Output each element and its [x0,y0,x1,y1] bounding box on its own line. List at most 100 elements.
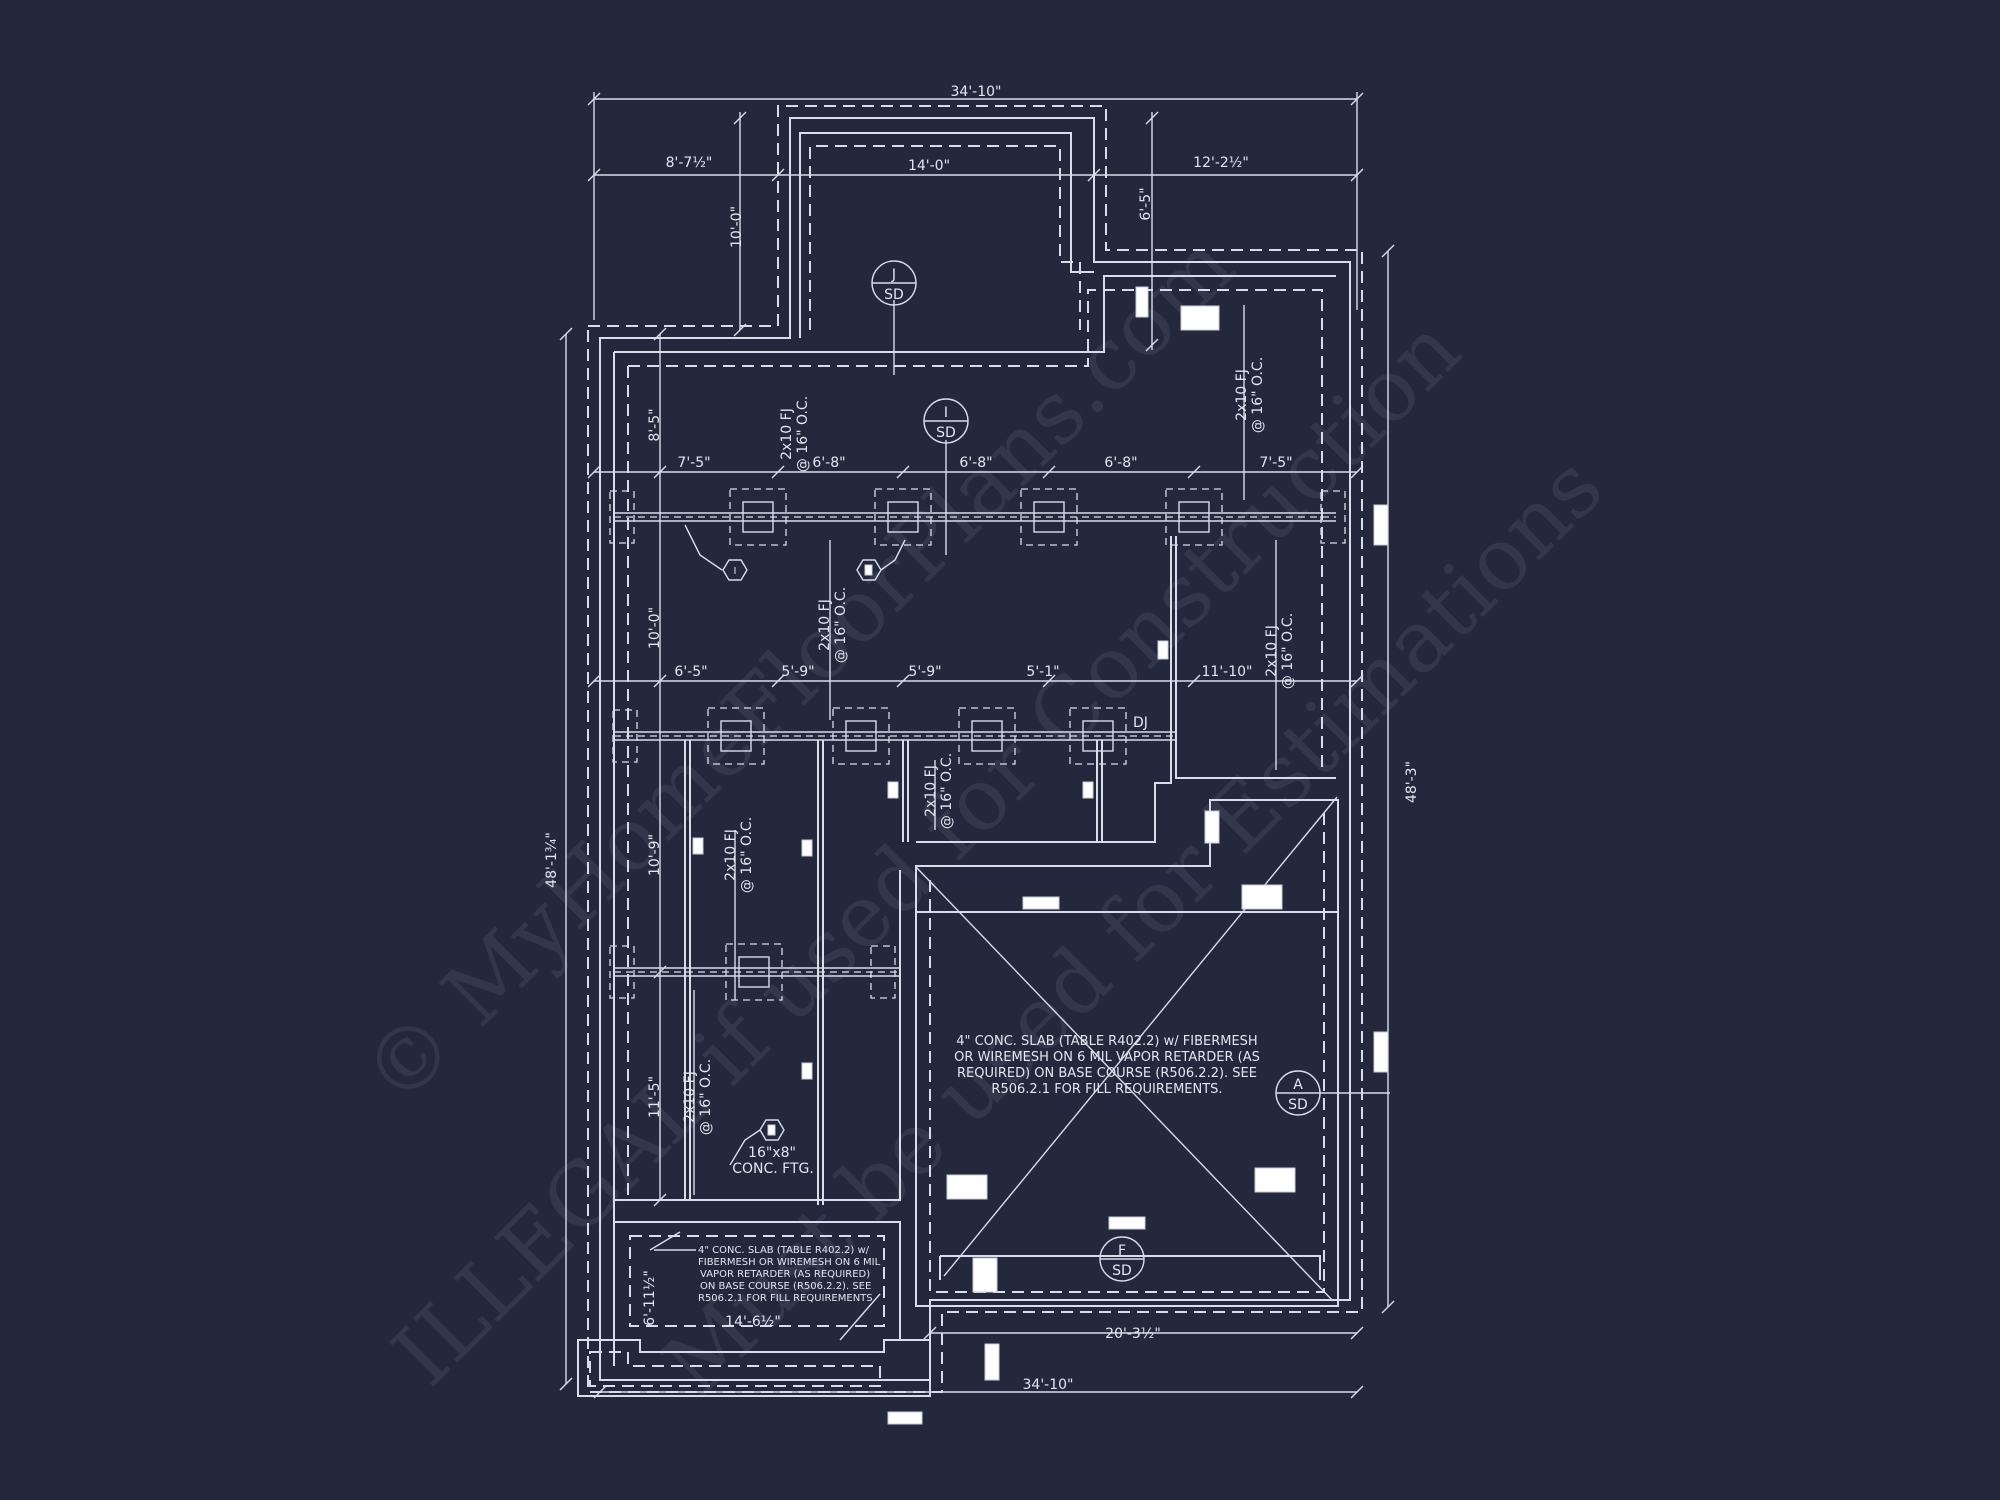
beams [609,488,1346,1001]
porch-note-line: R506.2.1 FOR FILL REQUIREMENTS. [698,1293,876,1304]
dim-11-5: 11'-5" [647,1076,663,1118]
pier [1082,720,1114,752]
dim-row2-3: 5'-9" [908,664,941,680]
dimension-labels: 34'-10" 8'-7½" 14'-0" 12'-2½" 10'-0" 6'-… [544,84,1420,1393]
garage-note-line: R506.2.1 FOR FILL REQUIREMENTS. [991,1082,1222,1097]
dim-left-overall: 48'-1¾" [544,832,560,888]
dim-top-left: 8'-7½" [666,155,713,171]
dim-row2-5: 11'-10" [1202,664,1253,680]
dim-6-11: 6'-11½" [642,1270,658,1326]
porch-slab-note: 4" CONC. SLAB (TABLE R402.2) w/ FIBERMES… [649,1231,881,1341]
window-door-tags [692,286,1389,1425]
beam-pocket [609,945,635,999]
section-marker-f[interactable]: F SD [1099,1236,1145,1282]
dim-row1-2: 6'-8" [812,455,845,471]
joist-label-spacing: @ 16" O.C. [795,396,811,472]
dj-label: DJ [1133,715,1148,731]
dim-row2-2: 5'-9" [781,664,814,680]
dimension-tick [1350,92,1364,106]
beam [614,967,900,977]
dimension-tick [1187,465,1201,479]
dimension-tick [1042,674,1056,688]
dim-overall-top: 34'-10" [951,84,1002,100]
dim-row1-4: 6'-8" [1104,455,1137,471]
pier-footing [832,707,890,765]
opening-tag [1254,1167,1296,1193]
joist-label-size: 2x10 FJ [923,765,939,817]
pier-footing [874,488,932,546]
dim-10-0-mid: 10'-0" [647,607,663,649]
opening-tag [801,1062,813,1080]
dim-row2-1: 6'-5" [674,664,707,680]
dimension-tick [587,465,601,479]
hex-marker-i [684,524,748,581]
section-j-sheet: SD [884,287,904,303]
dimension-tick [733,111,747,125]
dim-overall-bottom: 34'-10" [1023,1377,1074,1393]
dim-row1-1: 7'-5" [677,455,710,471]
section-j-id: J [891,267,896,283]
footing-size: 16"x8" [748,1145,796,1161]
dimension-tick [896,674,910,688]
dim-right-overall: 48'-3" [1404,761,1420,803]
dimension-tick [771,465,785,479]
dim-garage-width: 20'-3½" [1105,1326,1161,1342]
joist-label-size: 2x10 FJ [817,599,833,651]
dimension-tick [587,92,601,106]
opening-tag [1241,884,1283,910]
beam-pocket [870,945,896,999]
dimension-tick [923,1326,937,1340]
dimension-ticks [559,92,1395,1399]
opening-tag [887,781,899,799]
dimension-tick [1350,1385,1364,1399]
footing-type: CONC. FTG. [732,1161,814,1177]
pier [971,720,1003,752]
joist-label-spacing: @ 16" O.C. [1280,613,1296,689]
joist-label-size: 2x10 FJ [1264,625,1280,677]
dimension-tick [1350,1326,1364,1340]
joist-label-spacing: @ 16" O.C. [1250,357,1266,433]
dimension-tick [1145,338,1159,352]
hex-marker-i-label: I [734,566,737,577]
joist-label-size: 2x10 FJ [779,408,795,460]
section-marker-a[interactable]: A SD [1275,1070,1390,1116]
section-a-sheet: SD [1288,1097,1308,1113]
watermark: © MyHomeFloorPlans.com ILLEGAL if used f… [344,215,1622,1414]
dimension-tick [1145,111,1159,125]
dimension-tick [587,674,601,688]
dimension-tick [653,965,667,979]
joist-label-spacing: @ 16" O.C. [739,817,755,893]
dim-8-5: 8'-5" [647,408,663,441]
opening-tag [1157,640,1169,660]
dimension-tick [593,1385,607,1399]
pier [1033,501,1065,533]
pier [887,501,919,533]
opening-tag [984,1343,1000,1381]
dim-porch-width: 14'-6½" [725,1314,781,1330]
beam-pocket [609,490,635,544]
opening-tag [887,1411,923,1425]
porch-note-line: ON BASE COURSE (R506.2.2). SEE [700,1281,871,1292]
section-marker-i[interactable]: I SD [923,398,969,444]
garage-note-line: REQUIRED) ON BASE COURSE (R506.2.2). SEE [957,1066,1257,1081]
pier-footing [707,707,765,765]
opening-tag [972,1257,998,1293]
watermark-line-2: ILLEGAL if used for Construction [374,299,1479,1404]
pier-footing [958,707,1016,765]
section-f-sheet: SD [1112,1263,1132,1279]
section-marker-j[interactable]: J SD [871,260,917,306]
dimension-tick [1350,168,1364,182]
dimension-tick [653,674,667,688]
pier [845,720,877,752]
pier [742,501,774,533]
opening-tag [1180,305,1220,331]
opening-tag [692,837,704,855]
dimension-tick [1087,168,1101,182]
dimension-lines [565,92,1389,1393]
dim-6-5-top: 6'-5" [1138,187,1154,220]
garage-note-line: 4" CONC. SLAB (TABLE R402.2) w/ FIBERMES… [956,1034,1257,1049]
beam-pocket [1320,490,1346,544]
opening-tag [1373,1031,1389,1073]
pier-footing [1069,707,1127,765]
